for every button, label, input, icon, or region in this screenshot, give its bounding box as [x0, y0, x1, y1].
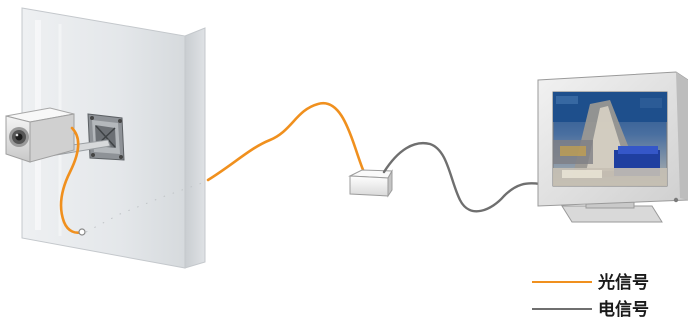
- legend-label-optical: 光信号: [597, 272, 649, 293]
- monitor-icon: [538, 72, 688, 222]
- wall-outlet: [79, 229, 85, 235]
- electrical-cable: [384, 143, 540, 211]
- converter-box-icon: [350, 170, 392, 196]
- legend: 光信号 电信号: [532, 272, 649, 320]
- optical-fiber-main: [208, 103, 364, 180]
- legend-label-electrical: 电信号: [598, 299, 649, 320]
